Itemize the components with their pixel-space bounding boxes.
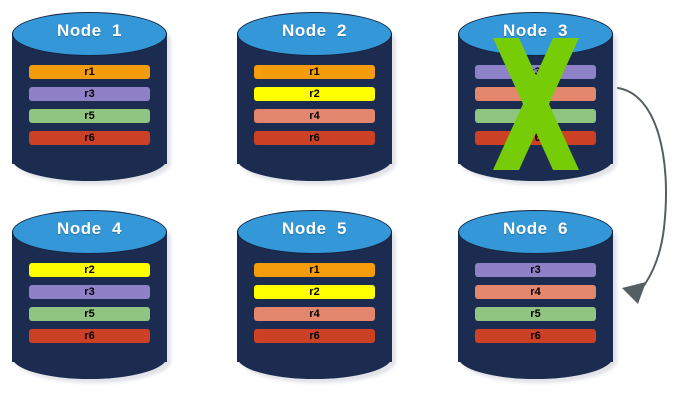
- replica-bar[interactable]: r5: [29, 307, 150, 321]
- replica-bar[interactable]: r3: [475, 263, 596, 277]
- cylinder-top: [237, 12, 392, 56]
- replica-bar[interactable]: r4: [475, 87, 596, 101]
- replica-bar[interactable]: r1: [29, 65, 150, 79]
- replica-bar[interactable]: r3: [475, 65, 596, 79]
- node-2-label: Node 2: [282, 21, 347, 40]
- node-6[interactable]: Node 6 r3 r4 r5 r6: [458, 210, 617, 383]
- node-4-label: Node 4: [57, 219, 122, 238]
- node-2-replicas: r1 r2 r4 r6: [237, 65, 392, 153]
- node-1-replicas: r1 r3 r5 r6: [12, 65, 167, 153]
- cylinder-top: [458, 210, 613, 254]
- replica-bar[interactable]: r4: [254, 307, 375, 321]
- replica-bar[interactable]: r6: [254, 329, 375, 343]
- replica-bar[interactable]: r5: [475, 307, 596, 321]
- replica-bar[interactable]: r2: [254, 285, 375, 299]
- replica-bar[interactable]: r4: [254, 109, 375, 123]
- cylinder-top: [12, 210, 167, 254]
- node-4[interactable]: Node 4 r2 r3 r5 r6: [12, 210, 171, 383]
- node-2[interactable]: Node 2 r1 r2 r4 r6: [237, 12, 396, 185]
- replica-bar[interactable]: r3: [29, 285, 150, 299]
- replica-bar[interactable]: r1: [254, 65, 375, 79]
- replica-bar[interactable]: r4: [475, 285, 596, 299]
- node-4-replicas: r2 r3 r5 r6: [12, 263, 167, 351]
- replica-bar[interactable]: r5: [475, 109, 596, 123]
- replica-bar[interactable]: r2: [254, 87, 375, 101]
- replica-bar[interactable]: r2: [29, 263, 150, 277]
- replica-bar[interactable]: r6: [475, 131, 596, 145]
- node-5[interactable]: Node 5 r1 r2 r4 r6: [237, 210, 396, 383]
- replica-bar[interactable]: r3: [29, 87, 150, 101]
- node-5-replicas: r1 r2 r4 r6: [237, 263, 392, 351]
- node-6-replicas: r3 r4 r5 r6: [458, 263, 613, 351]
- cylinder-top: [237, 210, 392, 254]
- cylinder-top: [12, 12, 167, 56]
- replica-bar[interactable]: r1: [254, 263, 375, 277]
- replica-bar[interactable]: r6: [254, 131, 375, 145]
- node-3-replicas: r3 r4 r5 r6: [458, 65, 613, 153]
- replica-bar[interactable]: r6: [475, 329, 596, 343]
- node-6-label: Node 6: [503, 219, 568, 238]
- node-3[interactable]: Node 3 r3 r4 r5 r6: [458, 12, 617, 185]
- node-1-label: Node 1: [57, 21, 122, 40]
- replica-bar[interactable]: r5: [29, 109, 150, 123]
- replica-bar[interactable]: r6: [29, 131, 150, 145]
- node-3-label: Node 3: [503, 21, 568, 40]
- node-5-label: Node 5: [282, 219, 347, 238]
- node-1[interactable]: Node 1 r1 r3 r5 r6: [12, 12, 171, 185]
- replica-bar[interactable]: r6: [29, 329, 150, 343]
